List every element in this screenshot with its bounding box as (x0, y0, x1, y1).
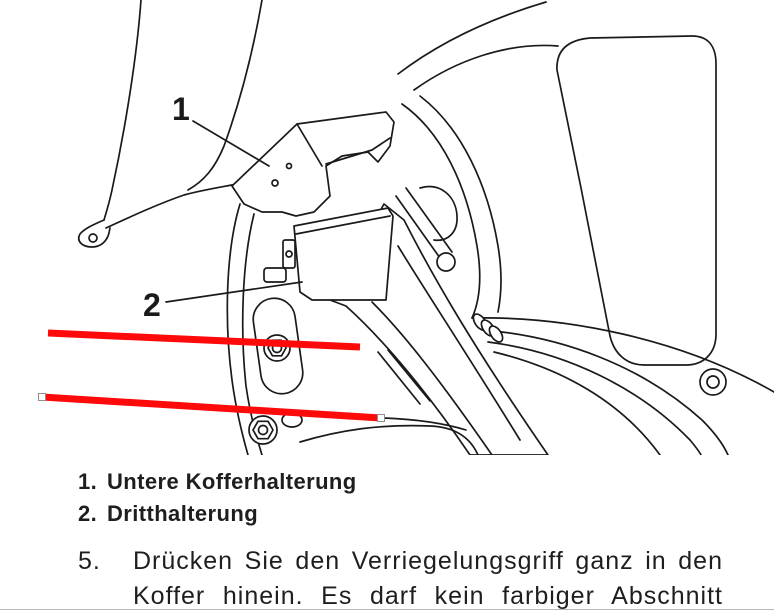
annotation-stroke[interactable] (47, 329, 361, 351)
rail-edge (299, 424, 479, 455)
frame-bolt (699, 368, 727, 396)
case-shell-rim (413, 44, 559, 91)
latch-knob (419, 185, 458, 242)
line-end-handle[interactable] (377, 414, 385, 422)
case-shell-outer-edge (397, 1, 547, 75)
latch-rod-edge (405, 187, 453, 253)
step-number: 5. (78, 547, 101, 575)
carrier-arm-edge (371, 301, 493, 455)
third-bracket-body (293, 207, 394, 301)
callout-number: 1 (172, 91, 190, 127)
cable-clip (472, 313, 504, 343)
fender-lower-edge (105, 183, 238, 229)
case-shell (397, 1, 559, 319)
cable (493, 351, 661, 455)
line-drawing: 1 2 (77, 0, 774, 455)
frame-bolt-head (699, 368, 727, 396)
bottom-rail (299, 417, 479, 455)
clip-coil (488, 325, 504, 343)
fender-panel (77, 0, 263, 248)
bracket-hole (271, 179, 279, 187)
callout-leader-line (165, 281, 303, 303)
rail-edge (383, 417, 467, 431)
callout-1: 1 (172, 91, 270, 167)
latch-rod-nut (436, 252, 456, 272)
third-bracket-screw (285, 250, 293, 258)
callout-leader-line (192, 120, 270, 167)
case-side-pad (556, 35, 717, 366)
third-bracket-tab (282, 239, 296, 269)
fender-left-edge (103, 0, 142, 221)
legend-label: Dritthalterung (107, 501, 259, 526)
bolt-hex (252, 420, 274, 440)
annotation-line-1[interactable] (47, 329, 361, 351)
lower-case-bracket-body (231, 111, 395, 217)
latch-rod (395, 185, 458, 272)
bracket-illustration: 1 2 (38, 0, 774, 455)
bracket-hole (285, 162, 293, 170)
bolt-washer (248, 415, 278, 445)
latch-rod-edge (395, 195, 441, 259)
line-start-handle[interactable] (38, 393, 46, 401)
lower-bolt (248, 412, 303, 445)
page-bottom-border (0, 609, 774, 610)
case-shell-curve-inner (419, 95, 502, 313)
annotation-stroke[interactable] (41, 393, 382, 422)
third-bracket (282, 207, 394, 301)
bolt-center (257, 424, 269, 436)
fender-mount-hole (88, 233, 98, 243)
frame-bolt-center (706, 375, 720, 389)
case-shell-curve (401, 103, 481, 319)
mounting-plate-slot (263, 267, 287, 283)
lower-case-bracket (231, 111, 395, 217)
legend-number: 1. (78, 469, 98, 494)
carrier-arm-groove (387, 349, 431, 402)
cable-bundle (471, 317, 774, 455)
fender-right-edge (187, 0, 263, 191)
callout-2: 2 (143, 281, 303, 323)
callout-number: 2 (143, 287, 161, 323)
cable (487, 341, 702, 455)
annotation-line-2[interactable] (38, 393, 385, 422)
carrier-arm-edge (397, 245, 521, 441)
legend-label: Untere Kofferhalterung (107, 469, 357, 494)
mounting-plate-edge (226, 203, 249, 455)
bracket-fold-edge (296, 123, 323, 167)
legend-item-2: 2. Dritthalterung (78, 501, 258, 527)
third-bracket-lip (295, 215, 391, 235)
step-text-line-2: Koffer hinein. Es darf kein farbiger Abs… (133, 582, 723, 610)
fender-mount-tab (77, 219, 111, 248)
step-text-line-1: Drücken Sie den Verriegelungsgriff ganz … (133, 547, 723, 575)
legend-number: 2. (78, 501, 98, 526)
carrier-arm-groove (377, 351, 421, 405)
cable (471, 317, 774, 393)
legend-item-1: 1. Untere Kofferhalterung (78, 469, 357, 495)
cable (481, 329, 729, 455)
bracket-hook-edge (325, 137, 391, 165)
